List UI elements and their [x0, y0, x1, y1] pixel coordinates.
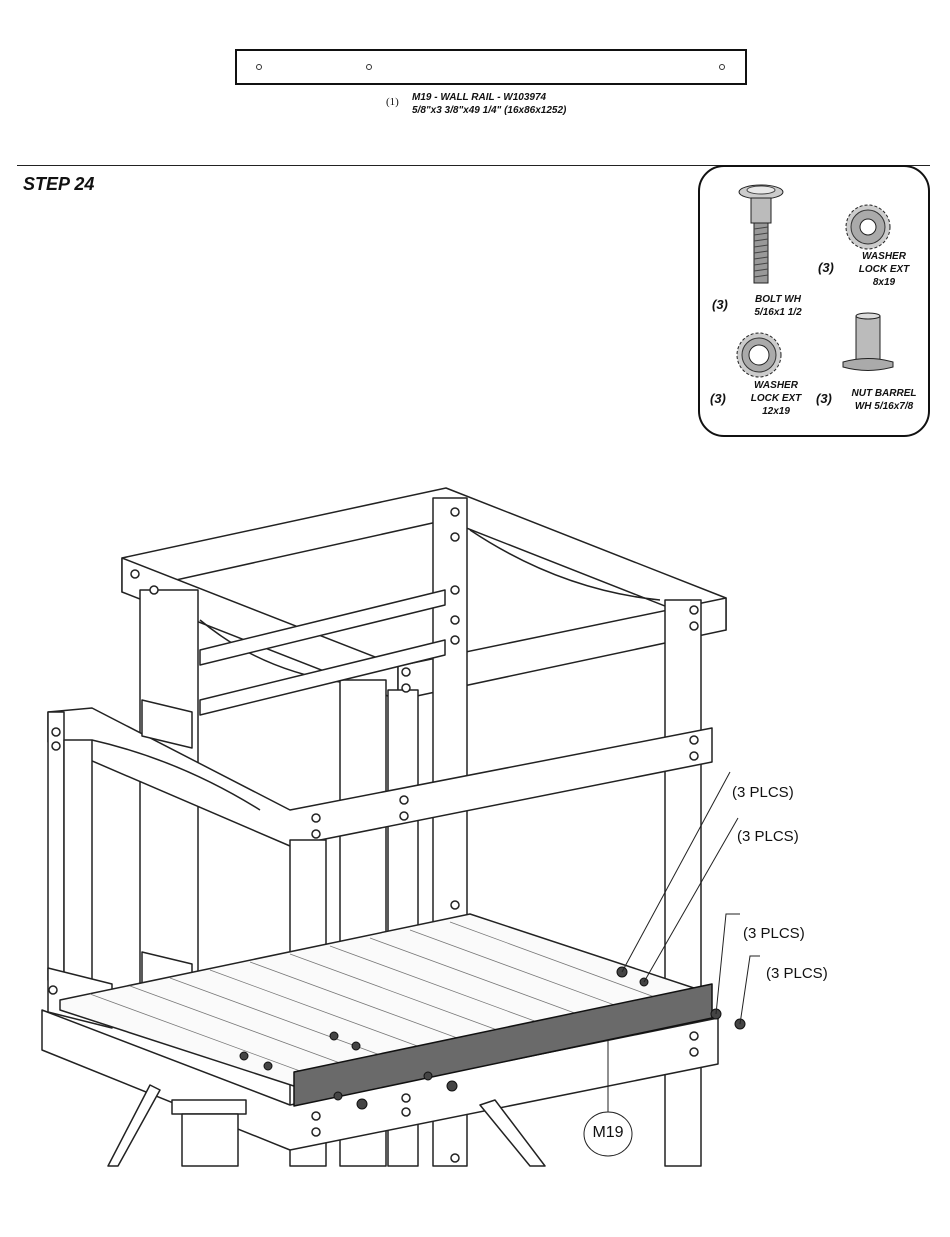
callout-3plcs-4: (3 PLCS): [766, 965, 828, 982]
callout-3plcs-1: (3 PLCS): [732, 784, 794, 801]
callout-3plcs-2: (3 PLCS): [737, 828, 799, 845]
callout-3plcs-3: (3 PLCS): [743, 925, 805, 942]
post-left-outer: [48, 712, 64, 980]
m19-callout-label: M19: [590, 1124, 626, 1142]
